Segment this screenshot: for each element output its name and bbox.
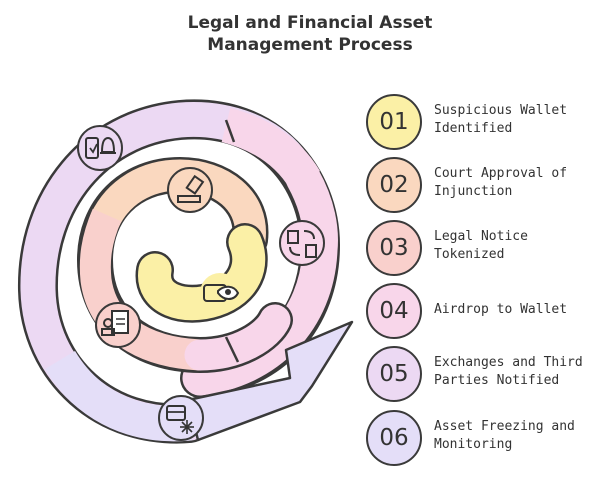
step-05: 05 Exchanges and Third Parties Notified xyxy=(366,346,606,406)
step-label-06: Asset Freezing and Monitoring xyxy=(434,419,575,452)
step-number-05: 05 xyxy=(366,346,422,402)
step-04: 04 Airdrop to Wallet xyxy=(366,283,606,343)
spiral-arrow xyxy=(186,320,354,442)
step-label-01: Suspicious Wallet Identified xyxy=(434,103,568,136)
wallet-eye-icon xyxy=(200,273,240,313)
step-number-04: 04 xyxy=(366,283,422,339)
page-title: Legal and Financial Asset Management Pro… xyxy=(187,13,433,55)
step-label-03: Legal Notice Tokenized xyxy=(434,229,528,262)
gavel-icon xyxy=(167,167,213,213)
step-label-02: Court Approval of Injunction xyxy=(434,166,568,199)
step-03: 03 Legal Notice Tokenized xyxy=(366,220,606,280)
step-06: 06 Asset Freezing and Monitoring xyxy=(366,410,606,470)
step-label-05: Exchanges and Third Parties Notified xyxy=(434,355,583,388)
step-number-06: 06 xyxy=(366,410,422,466)
step-02: 02 Court Approval of Injunction xyxy=(366,157,606,217)
spiral-diagram xyxy=(17,99,354,444)
step-number-02: 02 xyxy=(366,157,422,213)
step-01: 01 Suspicious Wallet Identified xyxy=(366,94,606,154)
step-number-01: 01 xyxy=(366,94,422,150)
tokens-transfer-icon xyxy=(279,220,325,266)
outer-spiral-band xyxy=(17,99,341,444)
frozen-wallet-icon xyxy=(158,395,204,441)
step-label-04: Airdrop to Wallet xyxy=(434,302,568,317)
notification-bell-icon xyxy=(77,125,123,171)
document-stamp-icon xyxy=(95,302,141,348)
middle-spiral-band xyxy=(76,156,293,374)
step-number-03: 03 xyxy=(366,220,422,276)
